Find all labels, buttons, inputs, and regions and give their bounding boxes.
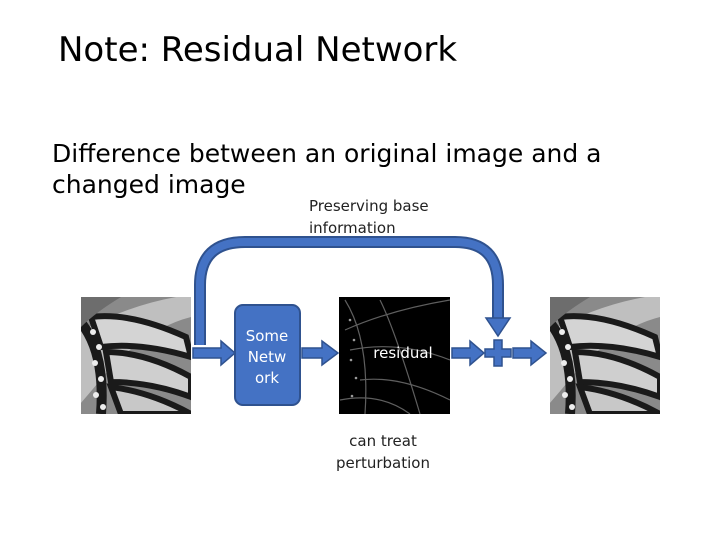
output-image xyxy=(540,297,660,414)
sum-plus-icon xyxy=(484,339,512,367)
skip-connection-label: Preserving base information xyxy=(309,195,429,239)
network-box xyxy=(234,304,301,406)
skip-connection-arrow xyxy=(196,238,502,345)
input-image xyxy=(71,297,191,414)
residual-image xyxy=(339,297,450,414)
note-line-2: perturbation xyxy=(336,454,430,472)
network-label-line-2: Netw xyxy=(248,348,287,366)
network-to-residual-arrow xyxy=(301,339,340,367)
residual-label: residual xyxy=(373,344,432,362)
skip-arrowhead xyxy=(484,317,512,338)
perturbation-note: can treat perturbation xyxy=(318,430,448,474)
slide-subtitle: Difference between an original image and… xyxy=(52,138,692,200)
residual-to-sum-arrow xyxy=(451,339,486,367)
note-line-1: can treat xyxy=(349,432,417,450)
skip-label-line-2: information xyxy=(309,219,396,237)
sum-to-output-arrow xyxy=(512,339,548,367)
slide-title: Note: Residual Network xyxy=(58,30,458,70)
skip-label-line-1: Preserving base xyxy=(309,197,429,215)
network-label-line-3: ork xyxy=(255,369,279,387)
network-label-line-1: Some xyxy=(246,327,289,345)
subtitle-line-2: changed image xyxy=(52,170,246,199)
subtitle-line-1: Difference between an original image and… xyxy=(52,139,602,168)
input-to-network-arrow xyxy=(192,339,237,367)
